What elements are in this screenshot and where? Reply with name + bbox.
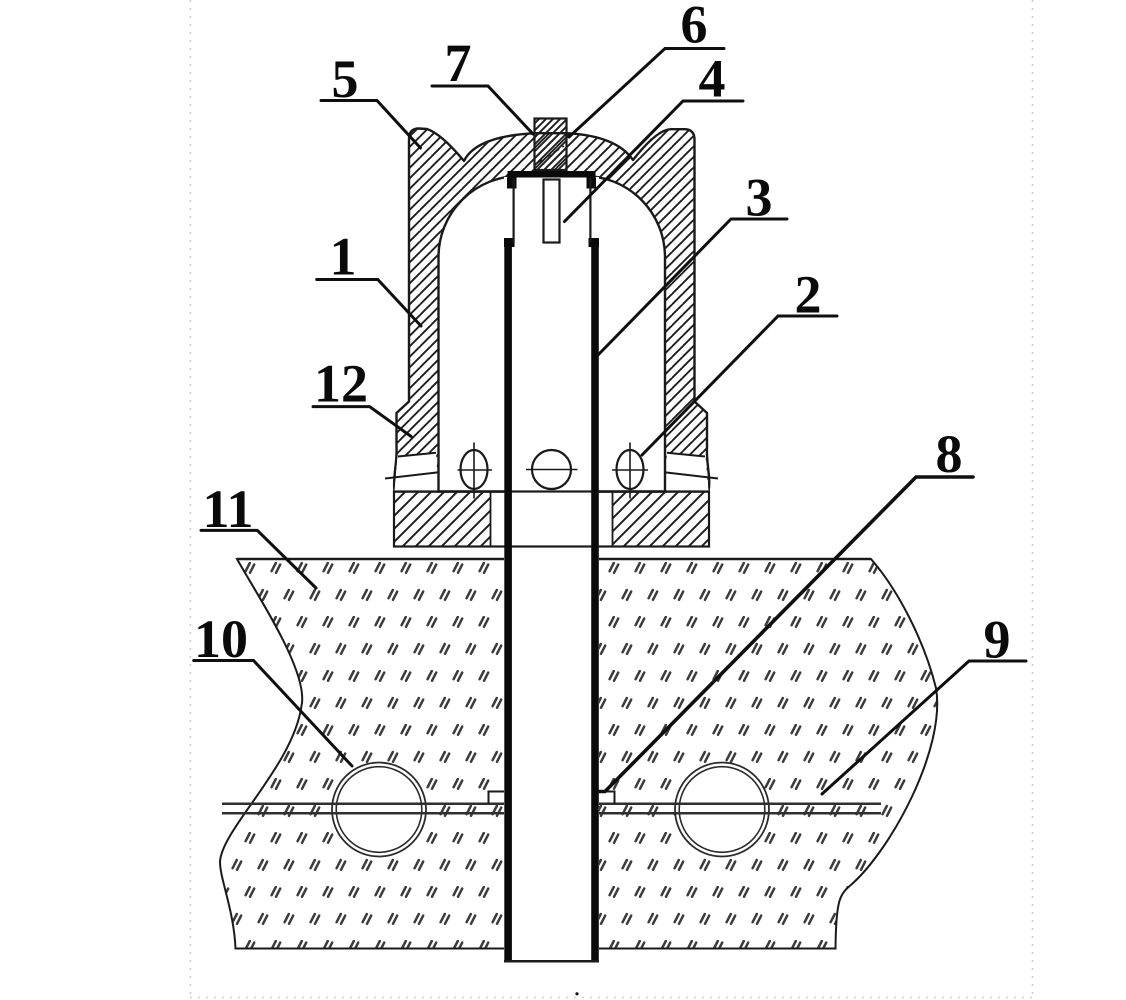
svg-text:5: 5	[332, 49, 359, 109]
svg-text:8: 8	[936, 424, 963, 484]
svg-text:2: 2	[795, 265, 822, 325]
svg-text:7: 7	[445, 33, 472, 93]
svg-text:9: 9	[984, 610, 1011, 670]
svg-text:4: 4	[699, 49, 726, 109]
svg-text:1: 1	[330, 227, 357, 287]
svg-text:11: 11	[202, 479, 253, 539]
svg-text:3: 3	[746, 168, 773, 228]
svg-text:6: 6	[681, 0, 708, 55]
svg-text:12: 12	[314, 354, 368, 414]
svg-text:10: 10	[194, 609, 248, 669]
